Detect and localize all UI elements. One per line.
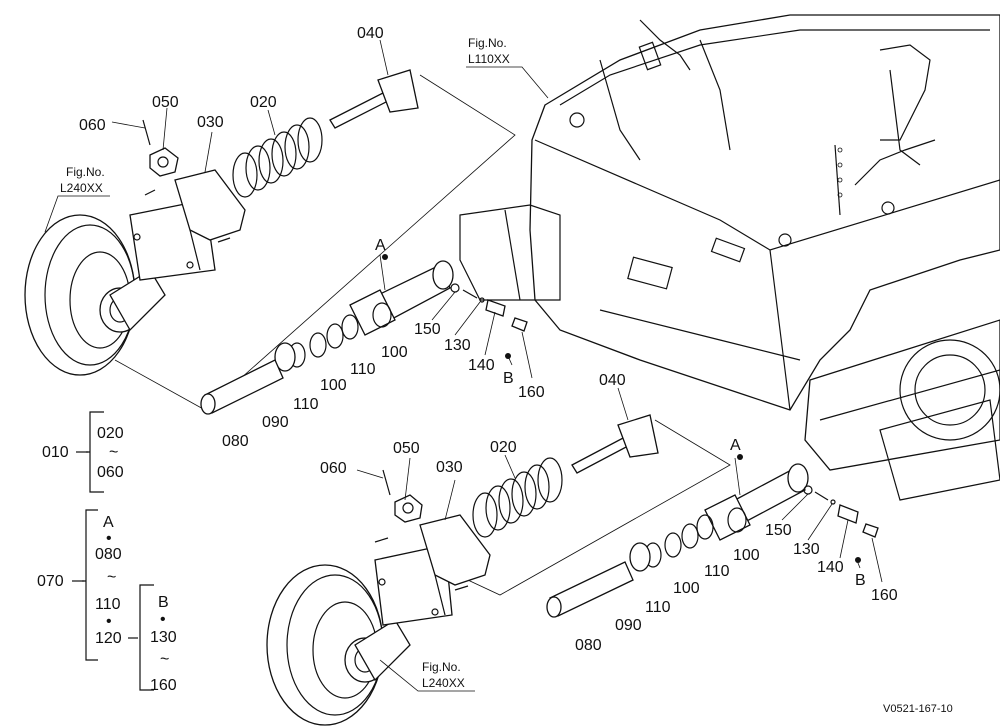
label-150: 150 — [414, 321, 441, 338]
label-110: 110 — [293, 396, 319, 413]
lower-point-a — [737, 454, 743, 460]
label-110: 110 — [350, 361, 376, 378]
upper-explode-plane — [114, 74, 516, 411]
label-a: A — [375, 237, 386, 254]
label-140: 140 — [817, 559, 844, 576]
upper-part-labels: 040 050 060 030 020 A 150 130 140 B 160 … — [79, 25, 545, 450]
label-100: 100 — [733, 547, 760, 564]
diagram-text: B — [158, 594, 169, 611]
lower-part-labels: 040 050 060 030 020 A 150 130 140 B 160 … — [320, 372, 898, 654]
lower-grease-fittings — [803, 485, 879, 538]
diagram-text: Fig.No. — [422, 660, 461, 674]
legend-group-120: B • 130 ~ 160 — [128, 584, 177, 694]
upper-spring — [232, 117, 323, 198]
label-050: 050 — [393, 440, 420, 457]
diagram-text: 070 — [37, 573, 64, 590]
diagram-text: Fig.No. — [66, 165, 105, 179]
fig-ref-frame: Fig.No. L110XX — [466, 36, 549, 99]
upper-bushing — [274, 342, 296, 372]
label-140: 140 — [468, 357, 495, 374]
lower-bracket — [374, 514, 491, 626]
fig-ref-upper-idler: Fig.No. L240XX — [44, 165, 110, 233]
label-160: 160 — [871, 587, 898, 604]
diagram-text: • — [106, 530, 112, 547]
lower-seals — [644, 514, 714, 568]
label-a: A — [730, 437, 741, 454]
label-130: 130 — [793, 541, 820, 558]
drawing-code: V0521-167-10 — [883, 703, 953, 715]
lower-bushing — [629, 542, 651, 572]
lower-pin — [382, 469, 391, 496]
label-020: 020 — [250, 94, 277, 111]
legend-group-070: 070 A • 080 ~ 110 • 120 — [37, 509, 122, 661]
diagram-text: L110XX — [468, 52, 510, 66]
diagram-text: L240XX — [60, 181, 103, 195]
label-100: 100 — [673, 580, 700, 597]
label-110: 110 — [704, 563, 730, 580]
diagram-text: 060 — [97, 464, 124, 481]
label-080: 080 — [575, 637, 602, 654]
diagram-text: 010 — [42, 444, 69, 461]
diagram-text: L240XX — [422, 676, 465, 690]
upper-rod — [329, 69, 419, 129]
label-100: 100 — [320, 377, 347, 394]
legend-group-010: 010 020 ~ 060 — [42, 411, 124, 493]
lower-cylinder — [704, 463, 809, 541]
label-090: 090 — [615, 617, 642, 634]
upper-seals — [288, 314, 359, 368]
label-030: 030 — [436, 459, 463, 476]
label-050: 050 — [152, 94, 179, 111]
diagram-text: 130 — [150, 629, 177, 646]
diagram-text: ~ — [107, 569, 116, 586]
upper-cylinder — [349, 260, 454, 336]
lower-idler-wheel — [266, 564, 411, 726]
label-080: 080 — [222, 433, 249, 450]
fig-ref-lower-idler: Fig.No. L240XX — [379, 659, 475, 692]
label-090: 090 — [262, 414, 289, 431]
diagram-text: ~ — [109, 444, 118, 461]
upper-pin — [142, 119, 151, 146]
label-150: 150 — [765, 522, 792, 539]
label-040: 040 — [599, 372, 626, 389]
label-020: 020 — [490, 439, 517, 456]
upper-nut — [149, 147, 179, 177]
lower-spring — [472, 457, 563, 538]
label-060: 060 — [320, 460, 347, 477]
diagram-text: 020 — [97, 425, 124, 442]
label-040: 040 — [357, 25, 384, 42]
diagram-text: 120 — [95, 630, 122, 647]
diagram-text: 080 — [95, 546, 122, 563]
lower-shaft — [546, 561, 634, 618]
lower-nut — [394, 494, 423, 523]
upper-idler-wheel — [24, 214, 166, 376]
upper-grease-fittings — [450, 283, 528, 332]
upper-shaft — [200, 359, 284, 415]
label-130: 130 — [444, 337, 471, 354]
track-frame — [459, 14, 1000, 501]
lower-idler-assembly — [266, 387, 883, 726]
upper-idler-assembly — [24, 39, 533, 415]
diagram-text: • — [106, 613, 112, 630]
diagram-text: 160 — [150, 677, 177, 694]
diagram-text: 110 — [95, 596, 121, 613]
label-b: B — [855, 572, 866, 589]
diagram-text: • — [160, 611, 166, 628]
upper-point-b — [505, 353, 511, 359]
lower-point-b — [855, 557, 861, 563]
label-160: 160 — [518, 384, 545, 401]
diagram-text: A — [103, 514, 114, 531]
lower-rod — [571, 414, 659, 474]
diagram-text: Fig.No. — [468, 36, 507, 50]
label-100: 100 — [381, 344, 408, 361]
upper-point-a — [382, 254, 388, 260]
label-110: 110 — [645, 599, 671, 616]
label-060: 060 — [79, 117, 106, 134]
label-030: 030 — [197, 114, 224, 131]
upper-bracket — [129, 169, 246, 281]
diagram-text: ~ — [160, 651, 169, 668]
label-b: B — [503, 370, 514, 387]
